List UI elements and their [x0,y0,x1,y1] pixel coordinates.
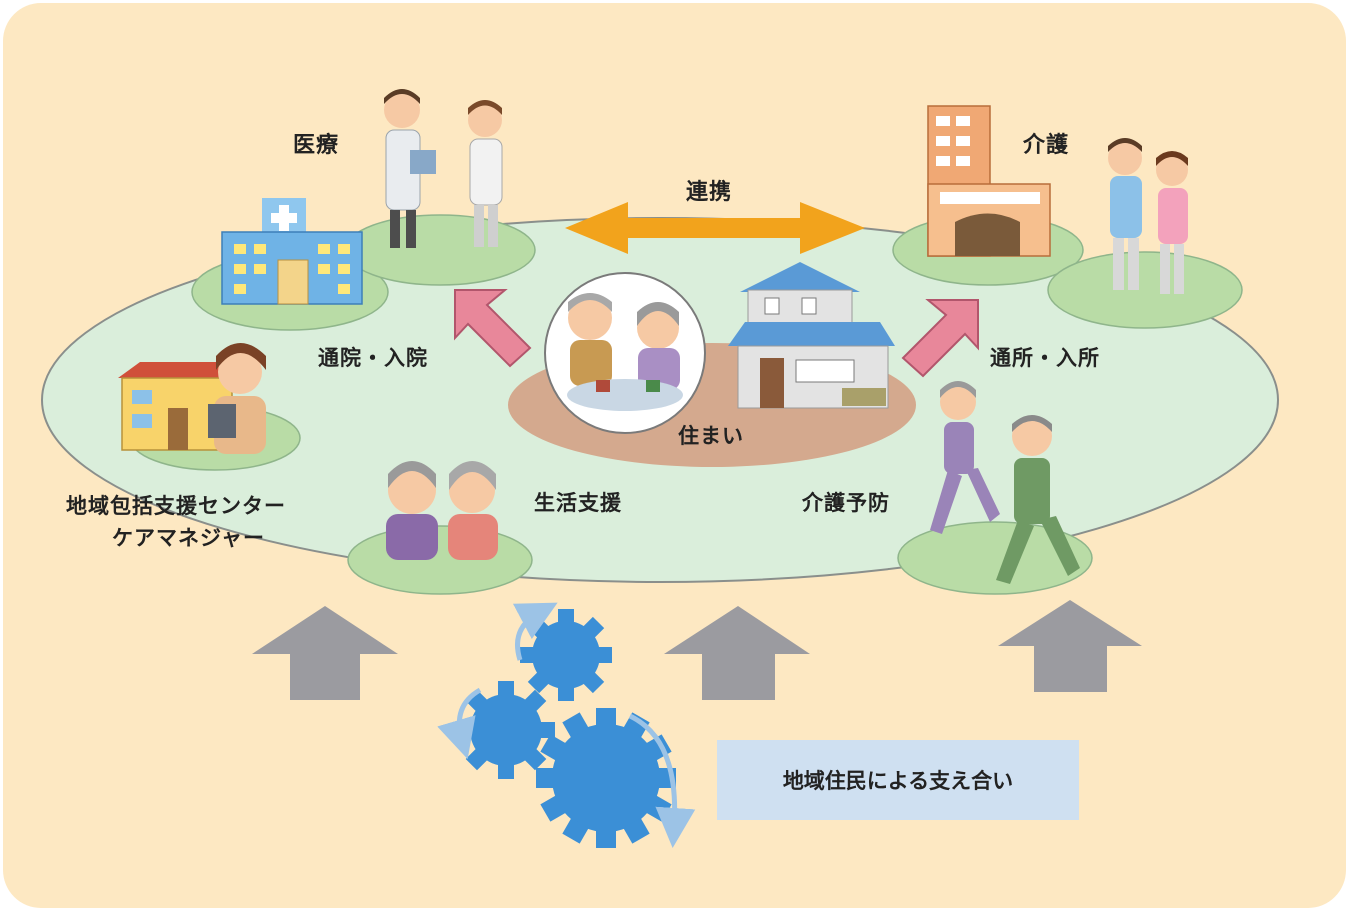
support-arrow-left [252,606,398,700]
cooperation-arrow [565,202,865,254]
day-service-arrow [901,299,979,378]
label-care: 介護 [1023,133,1070,158]
support-arrow-center [664,606,810,700]
gear-rotation-arrows [437,602,696,848]
label-medical: 医療 [293,133,340,158]
hospital-icon [221,198,363,305]
label-home: 住まい [678,424,744,448]
walking-woman-icon [930,381,1000,534]
label-care-manager: ケアマネジャー [112,526,265,550]
gears-icon [457,609,676,848]
care-manager-icon [208,343,266,454]
prevention-disc [897,521,1093,595]
care-worker-male-icon [1108,138,1142,290]
support-arrow-right [998,600,1142,692]
label-cooperation: 連携 [686,180,733,205]
nurse-icon [468,100,503,247]
life-support-disc [347,525,533,595]
doctor-icon [384,89,436,248]
life-support-people-icon [386,461,498,560]
community-support-label: 地域住民による支え合い [782,769,1014,793]
medical-disc-staff [344,214,536,286]
care-disc-staff [1047,251,1243,329]
walking-man-icon [996,415,1080,584]
hospital-visit-arrow [454,289,532,368]
label-hospital-visit: 通院・入院 [318,346,428,370]
elderly-couple-icon [544,272,706,434]
care-facility-icon [927,105,1051,257]
label-life-support: 生活支援 [534,491,622,515]
support-center-icon [118,362,236,451]
house-icon [728,262,895,409]
label-care-prevention: 介護予防 [802,491,890,515]
label-support-center: 地域包括支援センター [66,494,286,518]
community-support-box: 地域住民による支え合い [717,740,1079,820]
label-day-service: 通所・入所 [990,346,1100,370]
care-worker-female-icon [1156,151,1188,294]
